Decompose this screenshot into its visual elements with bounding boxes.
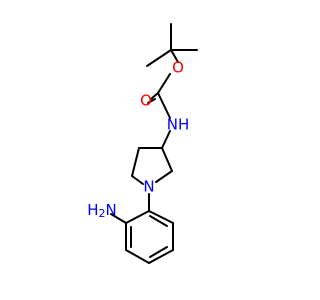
- bond-ring-c4-c5: [131, 147, 140, 177]
- bond-phenyl-3: [125, 249, 150, 264]
- bond-oxygen-carbonyl-carbon: [157, 73, 171, 94]
- bond-nh-c3: [161, 130, 171, 149]
- bond-carbonyl-nh: [157, 92, 171, 119]
- atom-amine: H2N: [87, 201, 117, 221]
- bond-phenyl-inner-2: [149, 246, 168, 258]
- bond-tbu-oxygen: [170, 49, 179, 63]
- bond-carbonyl-double-2: [147, 98, 156, 104]
- bond-tbu-methyl-2: [146, 49, 172, 67]
- atom-oxygen-ester: O: [172, 59, 184, 77]
- bond-phenyl-1: [125, 210, 150, 224]
- structure-canvas: O O NH N H2N: [87, 23, 198, 264]
- bond-ring-c2-c3: [161, 147, 173, 172]
- bond-ring-c5-n: [131, 175, 144, 185]
- bond-ring-n-c2: [155, 170, 173, 183]
- bond-phenyl-4: [148, 249, 174, 264]
- atom-nh: NH: [167, 116, 190, 134]
- atom-oxygen-carbonyl: O: [140, 92, 152, 110]
- bond-phenyl-6: [148, 210, 174, 224]
- bond-phenyl-inner-3: [149, 215, 168, 227]
- bond-phenyl-amine: [110, 213, 127, 224]
- molecule-diagram: O O NH N H2N: [87, 23, 198, 264]
- bond-carbonyl-double-1: [150, 92, 159, 100]
- atom-n-ring: N: [143, 178, 154, 196]
